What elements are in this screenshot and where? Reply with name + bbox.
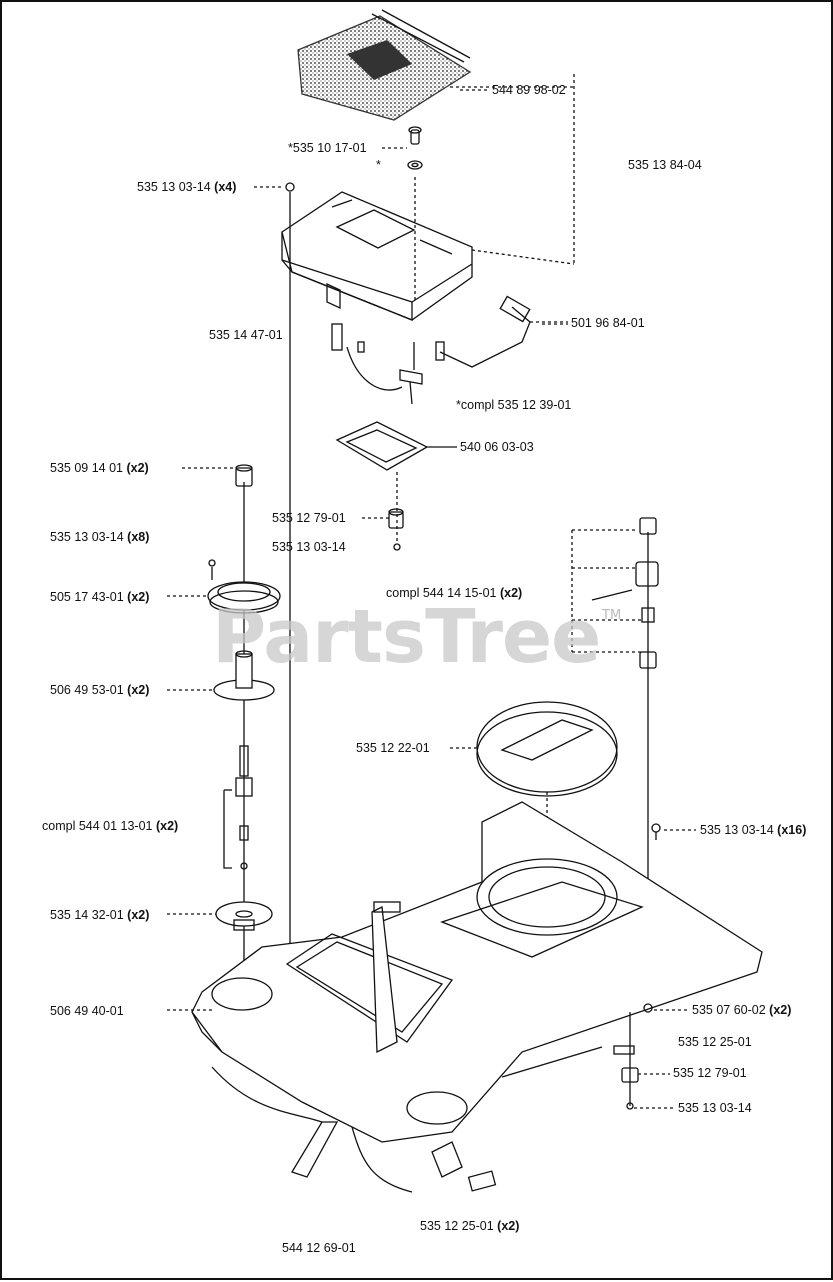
part-label[interactable]: 544 12 69-01 xyxy=(282,1241,356,1255)
part-label[interactable]: 505 17 43-01 (x2) xyxy=(50,590,150,604)
part-label[interactable]: 535 13 03-14 (x4) xyxy=(137,180,237,194)
part-label[interactable]: 535 09 14 01 (x2) xyxy=(50,461,149,475)
bottom-right-parts xyxy=(467,1003,653,1192)
part-label[interactable]: compl 544 14 15-01 (x2) xyxy=(386,586,523,600)
part-label[interactable]: 501 96 84-01 xyxy=(571,316,645,330)
part-label[interactable]: 506 49 40-01 xyxy=(50,1004,124,1018)
sensor-bracket-part xyxy=(435,295,568,368)
part-label[interactable]: * xyxy=(376,158,381,172)
part-label[interactable]: 535 13 03-14 (x8) xyxy=(50,530,150,544)
part-label[interactable]: 544 89 98-02 xyxy=(492,83,566,97)
small-screw-left xyxy=(208,559,216,580)
fastener-axis-left xyxy=(285,182,295,992)
leader-lines xyxy=(167,89,696,1109)
part-label[interactable]: *compl 535 12 39-01 xyxy=(456,398,572,412)
part-label[interactable]: 535 13 84-04 xyxy=(628,158,702,172)
part-label[interactable]: 535 12 25-01 (x2) xyxy=(420,1219,520,1233)
part-label[interactable]: 535 13 03-14 xyxy=(272,540,346,554)
part-label[interactable]: 535 13 03-14 xyxy=(678,1101,752,1115)
part-label[interactable]: 535 14 32-01 (x2) xyxy=(50,908,150,922)
screw-washer-part xyxy=(407,126,423,170)
part-label[interactable]: 535 07 60-02 (x2) xyxy=(692,1003,792,1017)
shaft-part xyxy=(223,745,253,870)
small-screw-right xyxy=(651,823,661,840)
cap-part xyxy=(207,581,281,614)
part-label[interactable]: 506 49 53-01 (x2) xyxy=(50,683,150,697)
part-label[interactable]: compl 544 01 13-01 (x2) xyxy=(42,819,179,833)
part-label[interactable]: 535 13 03-14 (x16) xyxy=(700,823,807,837)
hub-part xyxy=(213,650,275,701)
filter-pad-part xyxy=(297,9,472,121)
connector-part xyxy=(388,472,404,551)
wiring-part xyxy=(331,323,423,405)
blade-cover-part xyxy=(476,701,618,922)
part-label[interactable]: 535 12 79-01 xyxy=(673,1066,747,1080)
part-label[interactable]: 535 12 25-01 xyxy=(678,1035,752,1049)
chassis-part xyxy=(191,801,763,1193)
part-label[interactable]: 535 12 79-01 xyxy=(272,511,346,525)
assembly-bracket-13-84 xyxy=(414,74,575,302)
part-label[interactable]: 540 06 03-03 xyxy=(460,440,534,454)
circuit-plate-part xyxy=(335,421,457,471)
trademark-mark: TM xyxy=(602,608,622,623)
top-cover-part xyxy=(281,191,473,321)
part-label[interactable]: 535 12 22-01 xyxy=(356,741,430,755)
bushing-part xyxy=(235,464,253,487)
wheel-part xyxy=(215,901,273,931)
part-label[interactable]: 535 14 47-01 xyxy=(209,328,283,342)
part-label[interactable]: *535 10 17-01 xyxy=(288,141,367,155)
